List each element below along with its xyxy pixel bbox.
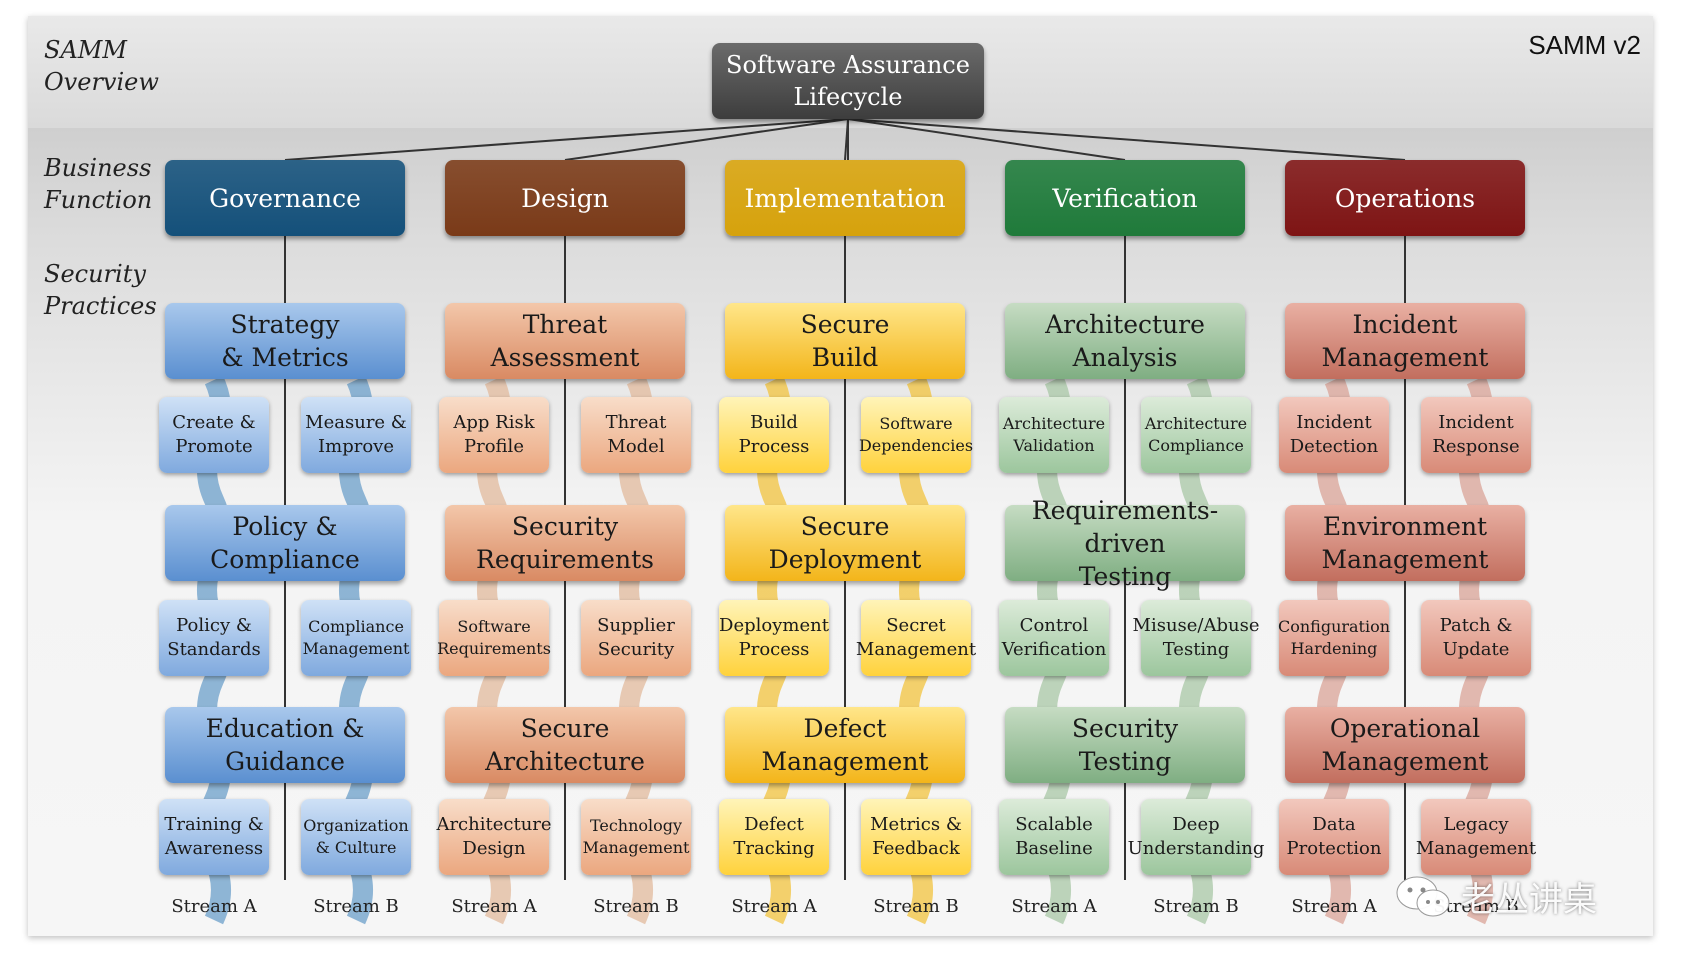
activity-operations-2-a: Configuration Hardening <box>1278 600 1390 676</box>
stream-label-implementation-a: Stream A <box>731 896 817 917</box>
practice-verification-3: Security Testing <box>1005 707 1245 783</box>
activity-verification-2-b: Misuse/Abuse Testing <box>1133 600 1260 676</box>
activity-verification-3-a: Scalable Baseline <box>999 799 1109 875</box>
stream-label-design-a: Stream A <box>451 896 537 917</box>
stream-label-operations-a: Stream A <box>1291 896 1377 917</box>
watermark: 老丛讲桌 <box>1395 868 1597 924</box>
connector-line <box>847 118 1406 161</box>
activity-operations-1-b: Incident Response <box>1421 397 1531 473</box>
activity-design-2-a: Software Requirements <box>437 600 551 676</box>
practice-implementation-1: Secure Build <box>725 303 965 379</box>
activity-design-3-b: Technology Management <box>581 799 691 875</box>
activity-verification-1-a: Architecture Validation <box>999 397 1109 473</box>
root-node-lifecycle: Software Assurance Lifecycle <box>712 43 984 119</box>
activity-implementation-1-b: Software Dependencies <box>859 397 973 473</box>
overview-label: SAMM Overview <box>44 36 159 96</box>
security-practices-label: Security Practices <box>44 260 157 320</box>
activity-operations-3-a: Data Protection <box>1279 799 1389 875</box>
watermark-text: 老丛讲桌 <box>1461 879 1597 920</box>
connector-line <box>284 118 849 161</box>
version-label: SAMM v2 <box>1528 30 1641 60</box>
activity-implementation-3-a: Defect Tracking <box>719 799 829 875</box>
business-function-operations: Operations <box>1285 160 1525 236</box>
activity-governance-2-a: Policy & Standards <box>159 600 269 676</box>
activity-verification-2-a: Control Verification <box>999 600 1109 676</box>
connector-line <box>564 118 849 161</box>
practice-implementation-2: Secure Deployment <box>725 505 965 581</box>
practice-governance-2: Policy & Compliance <box>165 505 405 581</box>
activity-implementation-2-a: Deployment Process <box>719 600 829 676</box>
practice-operations-2: Environment Management <box>1285 505 1525 581</box>
activity-implementation-1-a: Build Process <box>719 397 829 473</box>
stream-label-verification-a: Stream A <box>1011 896 1097 917</box>
practice-implementation-3: Defect Management <box>725 707 965 783</box>
activity-governance-1-a: Create & Promote <box>159 397 269 473</box>
activity-implementation-3-b: Metrics & Feedback <box>861 799 971 875</box>
activity-verification-1-b: Architecture Compliance <box>1141 397 1251 473</box>
activity-operations-1-a: Incident Detection <box>1279 397 1389 473</box>
activity-design-3-a: Architecture Design <box>436 799 552 875</box>
activity-implementation-2-b: Secret Management <box>856 600 976 676</box>
activity-governance-3-a: Training & Awareness <box>159 799 269 875</box>
practice-operations-1: Incident Management <box>1285 303 1525 379</box>
activity-governance-3-b: Organization & Culture <box>301 799 411 875</box>
activity-operations-3-b: Legacy Management <box>1416 799 1536 875</box>
business-function-verification: Verification <box>1005 160 1245 236</box>
business-function-design: Design <box>445 160 685 236</box>
practice-verification-1: Architecture Analysis <box>1005 303 1245 379</box>
practice-verification-2: Requirements-driven Testing <box>1005 496 1245 591</box>
activity-operations-2-b: Patch & Update <box>1421 600 1531 676</box>
activity-governance-1-b: Measure & Improve <box>301 397 411 473</box>
business-function-implementation: Implementation <box>725 160 965 236</box>
business-function-label: Business Function <box>44 154 153 214</box>
activity-verification-3-b: Deep Understanding <box>1128 799 1264 875</box>
practice-design-3: Secure Architecture <box>445 707 685 783</box>
stream-label-verification-b: Stream B <box>1153 896 1239 917</box>
activity-design-1-a: App Risk Profile <box>439 397 549 473</box>
stream-label-implementation-b: Stream B <box>873 896 959 917</box>
practice-design-2: Security Requirements <box>445 505 685 581</box>
practice-governance-3: Education & Guidance <box>165 707 405 783</box>
stream-label-governance-a: Stream A <box>171 896 257 917</box>
stream-label-design-b: Stream B <box>593 896 679 917</box>
chat-bubble-icon <box>1395 873 1451 919</box>
activity-design-1-b: Threat Model <box>581 397 691 473</box>
stream-label-operations-b: Stream B <box>1433 896 1519 917</box>
practice-design-1: Threat Assessment <box>445 303 685 379</box>
activity-design-2-b: Supplier Security <box>581 600 691 676</box>
practice-governance-1: Strategy & Metrics <box>165 303 405 379</box>
business-function-governance: Governance <box>165 160 405 236</box>
connector-line <box>847 118 1126 161</box>
stream-label-governance-b: Stream B <box>313 896 399 917</box>
activity-governance-2-b: Compliance Management <box>301 600 411 676</box>
practice-operations-3: Operational Management <box>1285 707 1525 783</box>
